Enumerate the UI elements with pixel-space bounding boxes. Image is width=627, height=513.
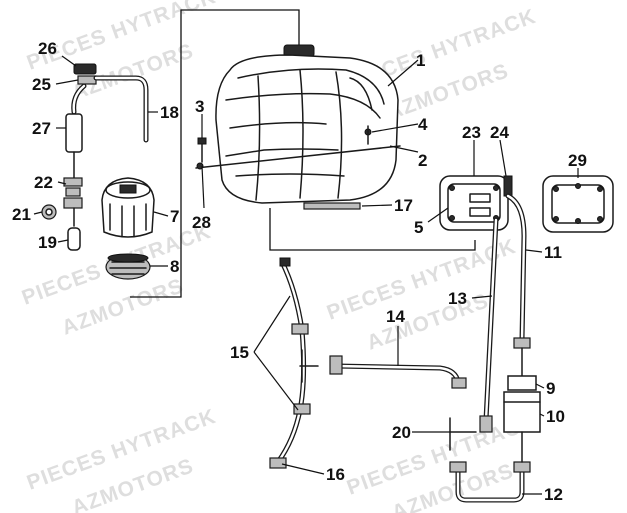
callout-25: 25 — [32, 75, 51, 94]
grouping-frame — [130, 9, 476, 298]
callout-2: 2 — [418, 151, 427, 170]
breather-valve — [71, 63, 149, 143]
fuel-cap — [101, 177, 155, 238]
fuel-filter — [503, 347, 541, 463]
callouts: 1 2 3 4 5 7 8 9 10 11 12 13 14 15 16 17 … — [12, 39, 587, 504]
callout-17: 17 — [394, 196, 413, 215]
callout-8: 8 — [170, 257, 179, 276]
callout-1: 1 — [416, 51, 425, 70]
callout-11: 11 — [544, 243, 562, 262]
callout-9: 9 — [546, 379, 555, 398]
sensor-nut — [41, 204, 57, 220]
fuel-hose-14 — [329, 355, 467, 389]
fuel-tank — [215, 44, 399, 210]
callout-19: 19 — [38, 233, 57, 252]
callout-26: 26 — [38, 39, 57, 58]
callout-4: 4 — [418, 115, 428, 134]
vent-hose-15 — [269, 257, 319, 469]
cap-gasket-filter — [105, 253, 151, 280]
callout-28: 28 — [192, 213, 211, 232]
callout-5: 5 — [414, 218, 423, 237]
callout-15: 15 — [230, 343, 249, 362]
callout-21: 21 — [12, 205, 31, 224]
leader-lines — [33, 55, 579, 495]
callout-14: 14 — [386, 307, 405, 326]
callout-10: 10 — [546, 407, 565, 426]
gasket-plate — [542, 175, 614, 233]
callout-18: 18 — [160, 103, 179, 122]
fuel-hose-12 — [449, 461, 531, 503]
callout-23: 23 — [462, 123, 481, 142]
callout-12: 12 — [544, 485, 563, 504]
callout-16: 16 — [326, 465, 345, 484]
callout-22: 22 — [34, 173, 53, 192]
fuel-hose-13 — [479, 217, 499, 433]
bolt — [364, 125, 372, 145]
gasket-plate — [439, 175, 513, 231]
t-connector — [449, 417, 477, 451]
callout-29: 29 — [568, 151, 587, 170]
callout-13: 13 — [448, 289, 467, 308]
callout-7: 7 — [170, 207, 179, 226]
callout-20: 20 — [392, 423, 411, 442]
fuel-hose-11 — [505, 193, 531, 349]
fuel-gauge-tube — [63, 113, 83, 251]
callout-3: 3 — [195, 97, 204, 116]
callout-27: 27 — [32, 119, 51, 138]
bolt — [197, 137, 207, 163]
callout-24: 24 — [490, 123, 509, 142]
